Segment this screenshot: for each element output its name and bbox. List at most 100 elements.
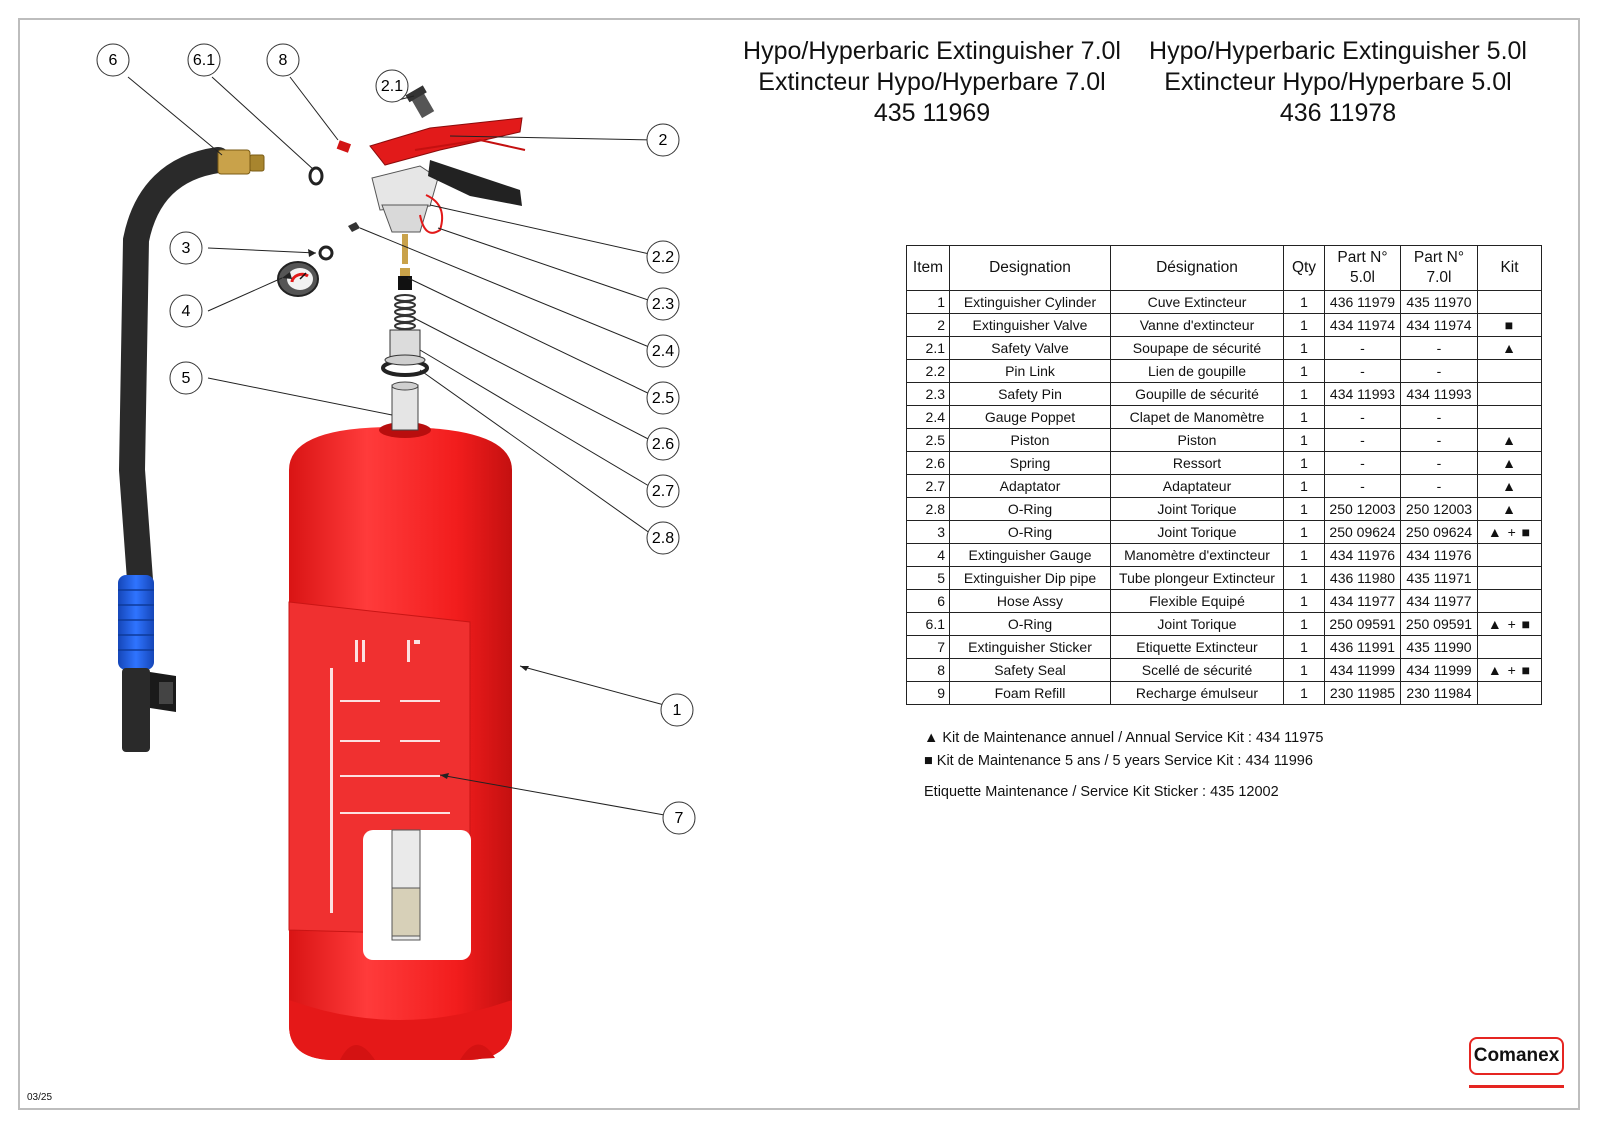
row-part-5l: - [1324, 336, 1401, 360]
callout-label: 2 [659, 132, 668, 149]
callout-label: 2.2 [652, 249, 674, 266]
callout-7: 7 [662, 801, 696, 835]
title-7l-fr: Extincteur Hypo/Hyperbare 7.0l [758, 68, 1106, 96]
row-designation-fr: Scellé de sécurité [1110, 658, 1284, 682]
header-part-5l-line1: Part N° [1337, 249, 1388, 266]
row-qty: 1 [1283, 543, 1325, 567]
row-designation-fr: Tube plongeur Extincteur [1110, 566, 1284, 590]
row-designation-fr: Vanne d'extincteur [1110, 313, 1284, 337]
row-part-7l: 250 09624 [1400, 520, 1478, 544]
row-designation-fr: Joint Torique [1110, 497, 1284, 521]
row-item: 2 [906, 313, 950, 337]
row-item: 2.6 [906, 451, 950, 475]
hose-assembly [118, 147, 324, 752]
row-part-7l: 230 11984 [1400, 681, 1478, 705]
row-designation-fr: Clapet de Manomètre [1110, 405, 1284, 429]
row-part-7l: 435 11970 [1400, 290, 1478, 314]
row-designation: Extinguisher Gauge [949, 543, 1111, 567]
row-designation: Spring [949, 451, 1111, 475]
callout-circle [662, 801, 696, 835]
row-designation-fr: Goupille de sécurité [1110, 382, 1284, 406]
row-kit: ▲ [1477, 336, 1542, 360]
title-5l-en: Hypo/Hyperbaric Extinguisher 5.0l [1149, 37, 1527, 65]
row-designation-fr: Cuve Extincteur [1110, 290, 1284, 314]
row-designation: Extinguisher Dip pipe [949, 566, 1111, 590]
row-part-7l: 434 11977 [1400, 589, 1478, 613]
callout-3: 3 [169, 231, 203, 265]
row-qty: 1 [1283, 290, 1325, 314]
date-code: 03/25 [27, 1092, 53, 1103]
row-part-5l: - [1324, 474, 1401, 498]
row-item: 7 [906, 635, 950, 659]
callout-2-5: 2.5 [646, 381, 680, 415]
parts-table: Item Designation Désignation Qty Part N°… [906, 245, 1542, 705]
row-designation: Gauge Poppet [949, 405, 1111, 429]
row-part-7l: 434 11999 [1400, 658, 1478, 682]
title-5l-fr: Extincteur Hypo/Hyperbare 5.0l [1164, 68, 1512, 96]
row-part-7l: 250 12003 [1400, 497, 1478, 521]
callout-2-3: 2.3 [646, 287, 680, 321]
row-item: 2.8 [906, 497, 950, 521]
row-part-5l: 230 11985 [1324, 681, 1401, 705]
extinguisher-gauge [277, 261, 319, 297]
title-5l-code: 436 11978 [1279, 99, 1397, 127]
callout-2-4: 2.4 [646, 334, 680, 368]
row-kit: ■ [1477, 313, 1542, 337]
row-kit: ▲ + ■ [1477, 612, 1542, 636]
row-designation: Safety Valve [949, 336, 1111, 360]
row-item: 1 [906, 290, 950, 314]
row-designation-fr: Piston [1110, 428, 1284, 452]
row-qty: 1 [1283, 681, 1325, 705]
row-designation: Safety Seal [949, 658, 1111, 682]
callout-1: 1 [660, 693, 694, 727]
row-part-5l: 434 11993 [1324, 382, 1401, 406]
row-qty: 1 [1283, 382, 1325, 406]
callout-circle [660, 693, 694, 727]
legend-five-year-kit: ■ Kit de Maintenance 5 ans / 5 years Ser… [924, 753, 1313, 769]
row-designation: Hose Assy [949, 589, 1111, 613]
row-designation-fr: Joint Torique [1110, 520, 1284, 544]
callout-6-1: 6.1 [187, 43, 221, 77]
row-designation: Extinguisher Cylinder [949, 290, 1111, 314]
header-part-5l-line2: 5.0l [1350, 269, 1375, 286]
extinguisher-valve [336, 85, 526, 234]
row-part-5l: 434 11974 [1324, 313, 1401, 337]
row-item: 5 [906, 566, 950, 590]
callout-label: 5 [182, 370, 191, 387]
callout-circle [375, 69, 409, 103]
row-kit [1477, 405, 1542, 429]
header-designation: Designation [949, 245, 1111, 291]
row-part-7l: - [1400, 336, 1478, 360]
legend-annual-kit: ▲ Kit de Maintenance annuel / Annual Ser… [924, 730, 1324, 746]
header-part-5l: Part N° 5.0l [1324, 245, 1401, 291]
callout-circle [646, 521, 680, 555]
row-item: 6 [906, 589, 950, 613]
callout-label: 2.8 [652, 530, 674, 547]
row-item: 8 [906, 658, 950, 682]
row-kit [1477, 543, 1542, 567]
title-5l: Hypo/Hyperbaric Extinguisher 5.0l Extinc… [1128, 36, 1548, 129]
row-designation-fr: Joint Torique [1110, 612, 1284, 636]
callout-label: 3 [182, 240, 191, 257]
row-part-5l: 434 11976 [1324, 543, 1401, 567]
row-designation-fr: Etiquette Extincteur [1110, 635, 1284, 659]
row-designation: Adaptator [949, 474, 1111, 498]
row-designation: Pin Link [949, 359, 1111, 383]
callout-circle [96, 43, 130, 77]
row-item: 2.4 [906, 405, 950, 429]
row-designation: Extinguisher Valve [949, 313, 1111, 337]
row-part-7l: 435 11990 [1400, 635, 1478, 659]
row-part-7l: - [1400, 405, 1478, 429]
callout-circle [169, 294, 203, 328]
callout-label: 4 [182, 303, 191, 320]
brand-logo: Comanex [1469, 1037, 1564, 1075]
header-qty: Qty [1283, 245, 1325, 291]
